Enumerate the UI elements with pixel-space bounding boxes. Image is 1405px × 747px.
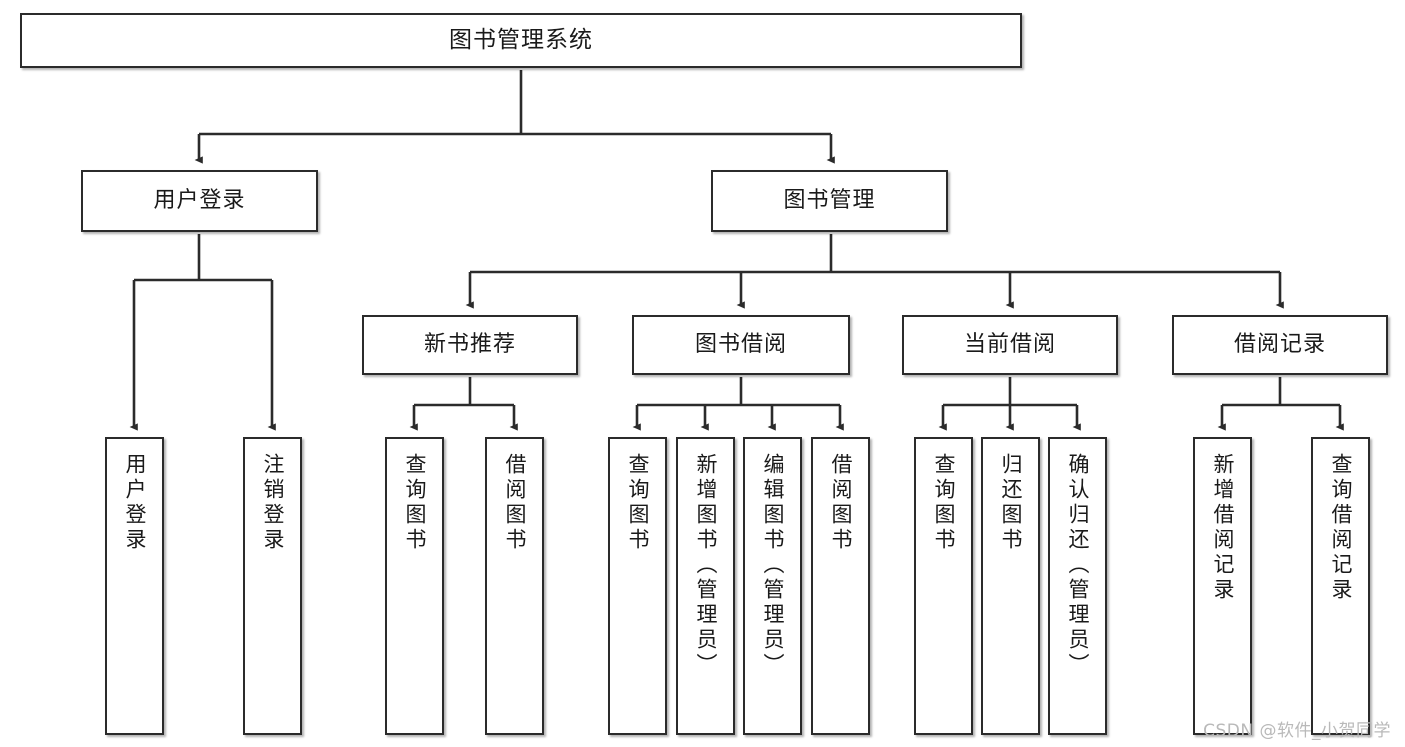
node-label: 借阅图书 [503, 453, 527, 553]
node-label: 图书借阅 [694, 331, 787, 357]
node-label: 用户登录 [123, 453, 147, 553]
leaf-user-login-logout[interactable]: 注销登录 [243, 437, 302, 735]
leaf-record-query-record[interactable]: 查询借阅记录 [1311, 437, 1370, 735]
leaf-current-return-book[interactable]: 归还图书 [981, 437, 1040, 735]
leaf-borrow-borrow-book[interactable]: 借阅图书 [811, 437, 870, 735]
node-label: 新书推荐 [423, 331, 516, 357]
node-user-login[interactable]: 用户登录 [81, 170, 318, 232]
node-label: 用户登录 [153, 187, 246, 213]
node-label: 确认归还（管理员） [1066, 453, 1090, 678]
leaf-user-login-login[interactable]: 用户登录 [105, 437, 164, 735]
node-label: 借阅图书 [829, 453, 853, 553]
node-current-borrow[interactable]: 当前借阅 [902, 315, 1118, 375]
leaf-borrow-query-book[interactable]: 查询图书 [608, 437, 667, 735]
node-label: 图书管理系统 [449, 26, 593, 53]
leaf-current-query-book[interactable]: 查询图书 [914, 437, 973, 735]
leaf-current-confirm-return-admin[interactable]: 确认归还（管理员） [1048, 437, 1107, 735]
node-label: 新增图书（管理员） [694, 453, 718, 678]
node-label: 借阅记录 [1233, 331, 1326, 357]
leaf-recommend-query-book[interactable]: 查询图书 [385, 437, 444, 735]
node-label: 归还图书 [999, 453, 1023, 553]
leaf-recommend-borrow-book[interactable]: 借阅图书 [485, 437, 544, 735]
node-borrow-record[interactable]: 借阅记录 [1172, 315, 1388, 375]
node-label: 编辑图书（管理员） [761, 453, 785, 678]
leaf-borrow-edit-book-admin[interactable]: 编辑图书（管理员） [743, 437, 802, 735]
leaf-record-add-record[interactable]: 新增借阅记录 [1193, 437, 1252, 735]
node-label: 图书管理 [783, 187, 876, 213]
node-root-system[interactable]: 图书管理系统 [20, 13, 1022, 68]
node-label: 查询借阅记录 [1329, 453, 1353, 603]
node-label: 新增借阅记录 [1211, 453, 1235, 603]
node-label: 查询图书 [403, 453, 427, 553]
node-new-book-recommend[interactable]: 新书推荐 [362, 315, 578, 375]
csdn-watermark: CSDN @软件_小贺同学 [1203, 721, 1391, 741]
node-label: 注销登录 [261, 453, 285, 553]
node-label: 查询图书 [932, 453, 956, 553]
node-book-management[interactable]: 图书管理 [711, 170, 948, 232]
leaf-borrow-add-book-admin[interactable]: 新增图书（管理员） [676, 437, 735, 735]
node-label: 当前借阅 [963, 331, 1056, 357]
node-label: 查询图书 [626, 453, 650, 553]
node-book-borrow[interactable]: 图书借阅 [632, 315, 850, 375]
